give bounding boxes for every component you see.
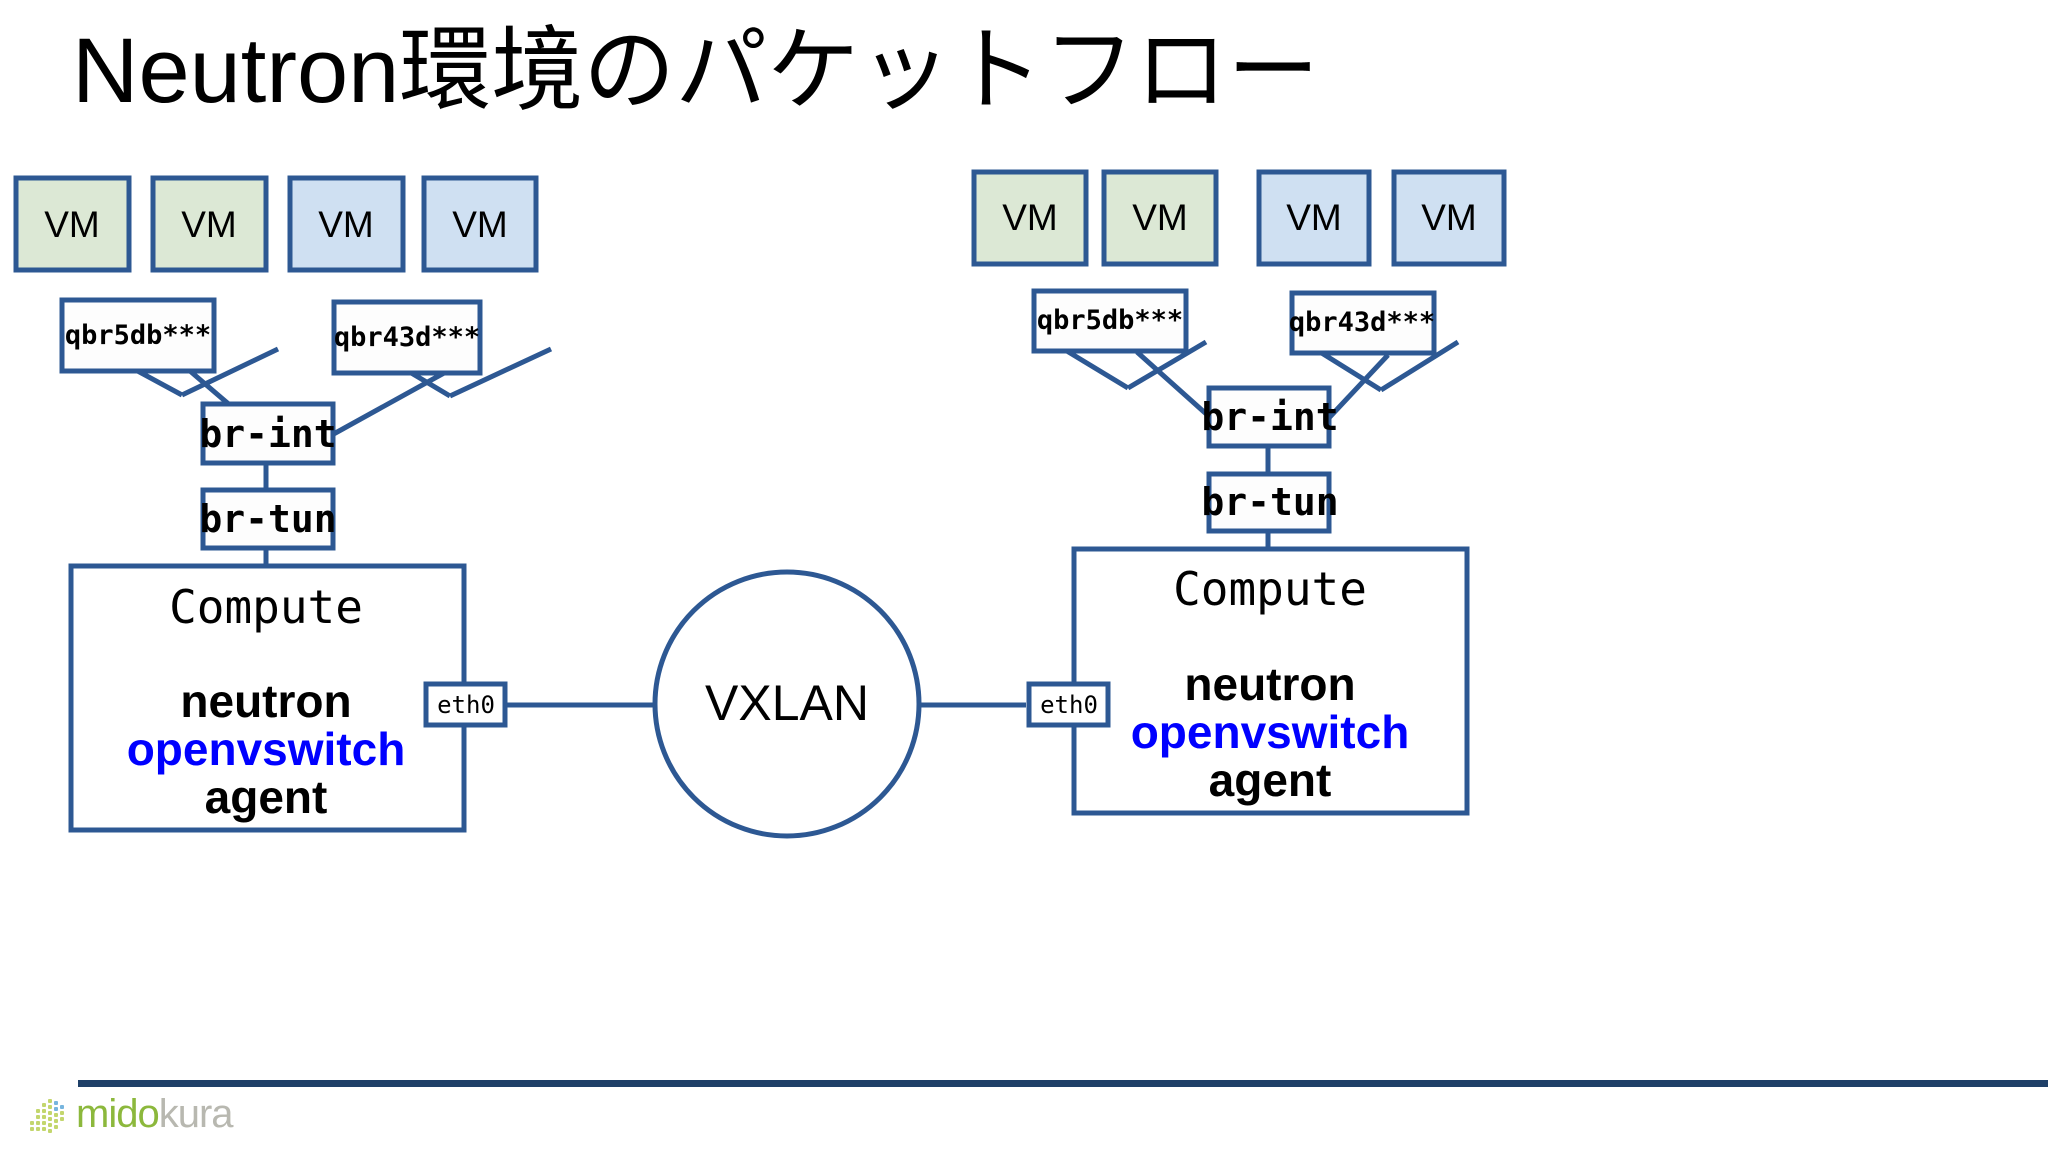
- right-link-vm2-to-qbr5db: [1126, 339, 1208, 391]
- right-agent-line-1: neutron: [1184, 658, 1355, 710]
- right-link-qbr43d-to-br-int: [1325, 353, 1390, 422]
- right-link-qbr5db-to-br-int: [1135, 350, 1215, 422]
- left-vm-2[interactable]: [150, 175, 269, 273]
- right-br-tun-box[interactable]: [1206, 471, 1332, 534]
- left-qbr5db-label: qbr5db***: [65, 320, 211, 351]
- vxlan-label: VXLAN: [705, 675, 869, 731]
- left-vm-4[interactable]: [421, 175, 539, 273]
- right-vm-3[interactable]: [1256, 169, 1372, 267]
- left-vm-4-label: VM: [452, 204, 508, 245]
- left-br-int-label: br-int: [199, 412, 336, 456]
- right-vm-3-label: VM: [1286, 197, 1342, 238]
- midokura-wordmark-second: kura: [158, 1092, 234, 1136]
- left-agent-line-3: agent: [205, 771, 328, 823]
- midokura-wordmark-first: mido: [76, 1092, 160, 1136]
- left-vm-1[interactable]: [13, 175, 132, 273]
- link-vm4-to-qbr43d: [448, 346, 553, 399]
- left-qbr5db-box[interactable]: [59, 297, 217, 374]
- page-title: Neutron環境のパケットフロー: [72, 20, 1320, 122]
- left-br-int-box[interactable]: [200, 401, 336, 466]
- right-vm-1-label: VM: [1002, 197, 1058, 238]
- right-br-int-label: br-int: [1201, 395, 1338, 439]
- right-compute-label: Compute: [1173, 562, 1367, 616]
- left-br-tun-label: br-tun: [199, 497, 336, 541]
- link-vm2-to-qbr5db: [180, 346, 280, 398]
- right-eth0-box[interactable]: [1026, 681, 1111, 728]
- right-vm-4-label: VM: [1421, 197, 1477, 238]
- left-vm-3[interactable]: [287, 175, 406, 273]
- right-br-int-box[interactable]: [1206, 385, 1332, 449]
- left-qbr43d-label: qbr43d***: [334, 322, 480, 353]
- right-vm-4[interactable]: [1391, 169, 1507, 267]
- right-br-tun-label: br-tun: [1201, 480, 1338, 524]
- right-qbr43d-label: qbr43d***: [1289, 307, 1435, 338]
- left-br-tun-box[interactable]: [200, 487, 336, 551]
- right-compute-host: [1071, 546, 1470, 816]
- right-qbr43d-box[interactable]: [1289, 290, 1437, 356]
- right-vm-1[interactable]: [971, 169, 1089, 267]
- right-vm-2-label: VM: [1132, 197, 1188, 238]
- left-agent-line-1: neutron: [180, 675, 351, 727]
- left-compute-label: Compute: [169, 580, 363, 634]
- right-agent-line-3: agent: [1209, 754, 1332, 806]
- right-qbr5db-box[interactable]: [1031, 288, 1189, 354]
- right-agent-line-2: openvswitch: [1131, 706, 1410, 758]
- left-vm-3-label: VM: [318, 204, 374, 245]
- left-vm-1-label: VM: [44, 204, 100, 245]
- right-link-vm4-to-qbr43d: [1379, 339, 1460, 393]
- footer-divider: [78, 1080, 2048, 1087]
- right-qbr5db-label: qbr5db***: [1037, 305, 1183, 336]
- right-vm-2[interactable]: [1101, 169, 1219, 267]
- left-eth0-label: eth0: [437, 691, 495, 719]
- left-vm-2-label: VM: [181, 204, 237, 245]
- link-qbr43d-to-br-int: [328, 370, 446, 439]
- left-agent-line-2: openvswitch: [127, 723, 406, 775]
- left-qbr43d-box[interactable]: [331, 299, 483, 376]
- midokura-wordmark: midokura: [76, 1092, 234, 1137]
- midokura-logo: midokura: [28, 1092, 234, 1137]
- midokura-mark-icon: [28, 1095, 66, 1135]
- right-eth0-label: eth0: [1040, 691, 1098, 719]
